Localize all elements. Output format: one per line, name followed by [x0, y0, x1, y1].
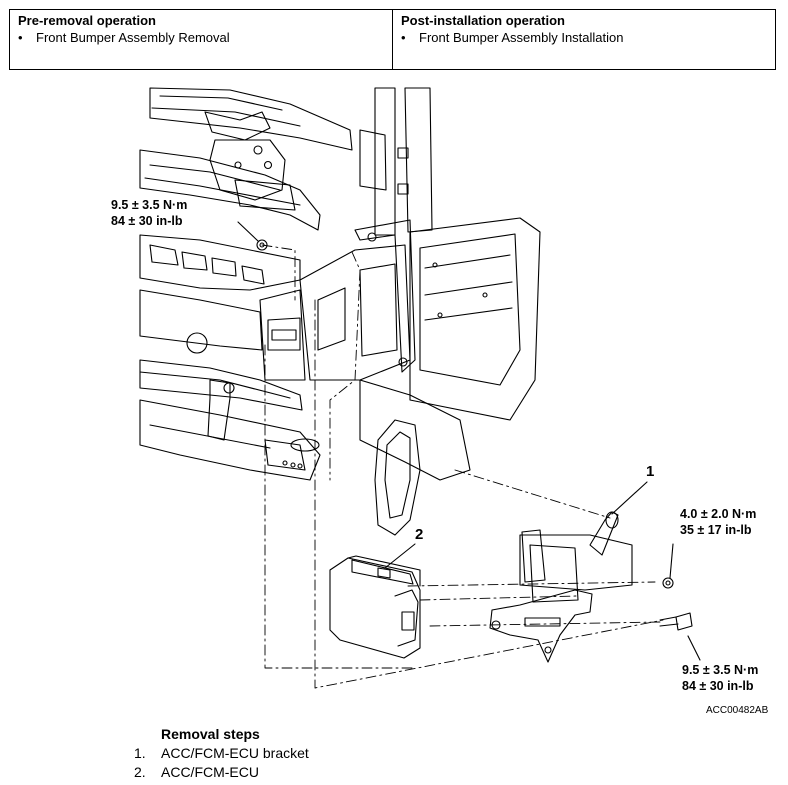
- callout-2: 2: [415, 526, 424, 543]
- torque-spec-right-lower: 9.5 ± 3.5 N·m 84 ± 30 in-lb: [682, 662, 758, 694]
- post-installation-cell: Post-installation operation • Front Bumpe…: [393, 10, 775, 69]
- pre-removal-cell: Pre-removal operation • Front Bumper Asse…: [10, 10, 393, 69]
- step-label: ACC/FCM-ECU bracket: [161, 745, 309, 761]
- leader-lines: [237, 221, 701, 661]
- operations-table: Pre-removal operation • Front Bumper Asse…: [9, 9, 776, 70]
- front-structure-drawing: [139, 87, 541, 536]
- torque-inlb: 35 ± 17 in-lb: [680, 523, 752, 537]
- post-installation-item-label: Front Bumper Assembly Installation: [419, 30, 624, 45]
- torque-spec-top-left: 9.5 ± 3.5 N·m 84 ± 30 in-lb: [111, 197, 187, 229]
- torque-inlb: 84 ± 30 in-lb: [111, 214, 183, 228]
- removal-step: 2. ACC/FCM-ECU: [134, 763, 309, 782]
- step-number: 1.: [134, 745, 146, 761]
- bullet-glyph: •: [401, 30, 406, 45]
- pre-removal-item: • Front Bumper Assembly Removal: [18, 30, 384, 45]
- acc-fcm-ecu-unit: [329, 555, 421, 659]
- torque-nm: 9.5 ± 3.5 N·m: [111, 198, 188, 212]
- torque-spec-right-upper: 4.0 ± 2.0 N·m 35 ± 17 in-lb: [680, 506, 756, 538]
- alignment-lines: [261, 244, 664, 689]
- post-installation-item: • Front Bumper Assembly Installation: [401, 30, 767, 45]
- acc-fcm-ecu-bracket: [489, 511, 633, 663]
- pre-removal-header: Pre-removal operation: [18, 13, 156, 28]
- torque-nm: 4.0 ± 2.0 N·m: [680, 507, 757, 521]
- bullet-glyph: •: [18, 30, 23, 45]
- post-installation-header: Post-installation operation: [401, 13, 565, 28]
- figure-code: ACC00482AB: [706, 705, 769, 716]
- pre-removal-item-label: Front Bumper Assembly Removal: [36, 30, 230, 45]
- step-label: ACC/FCM-ECU: [161, 764, 259, 780]
- torque-nm: 9.5 ± 3.5 N·m: [682, 663, 759, 677]
- step-number: 2.: [134, 764, 146, 780]
- removal-steps: Removal steps 1. ACC/FCM-ECU bracket 2. AC…: [134, 725, 309, 782]
- removal-steps-title: Removal steps: [161, 726, 260, 742]
- torque-inlb: 84 ± 30 in-lb: [682, 679, 754, 693]
- callout-1: 1: [646, 463, 655, 480]
- removal-step: 1. ACC/FCM-ECU bracket: [134, 744, 309, 763]
